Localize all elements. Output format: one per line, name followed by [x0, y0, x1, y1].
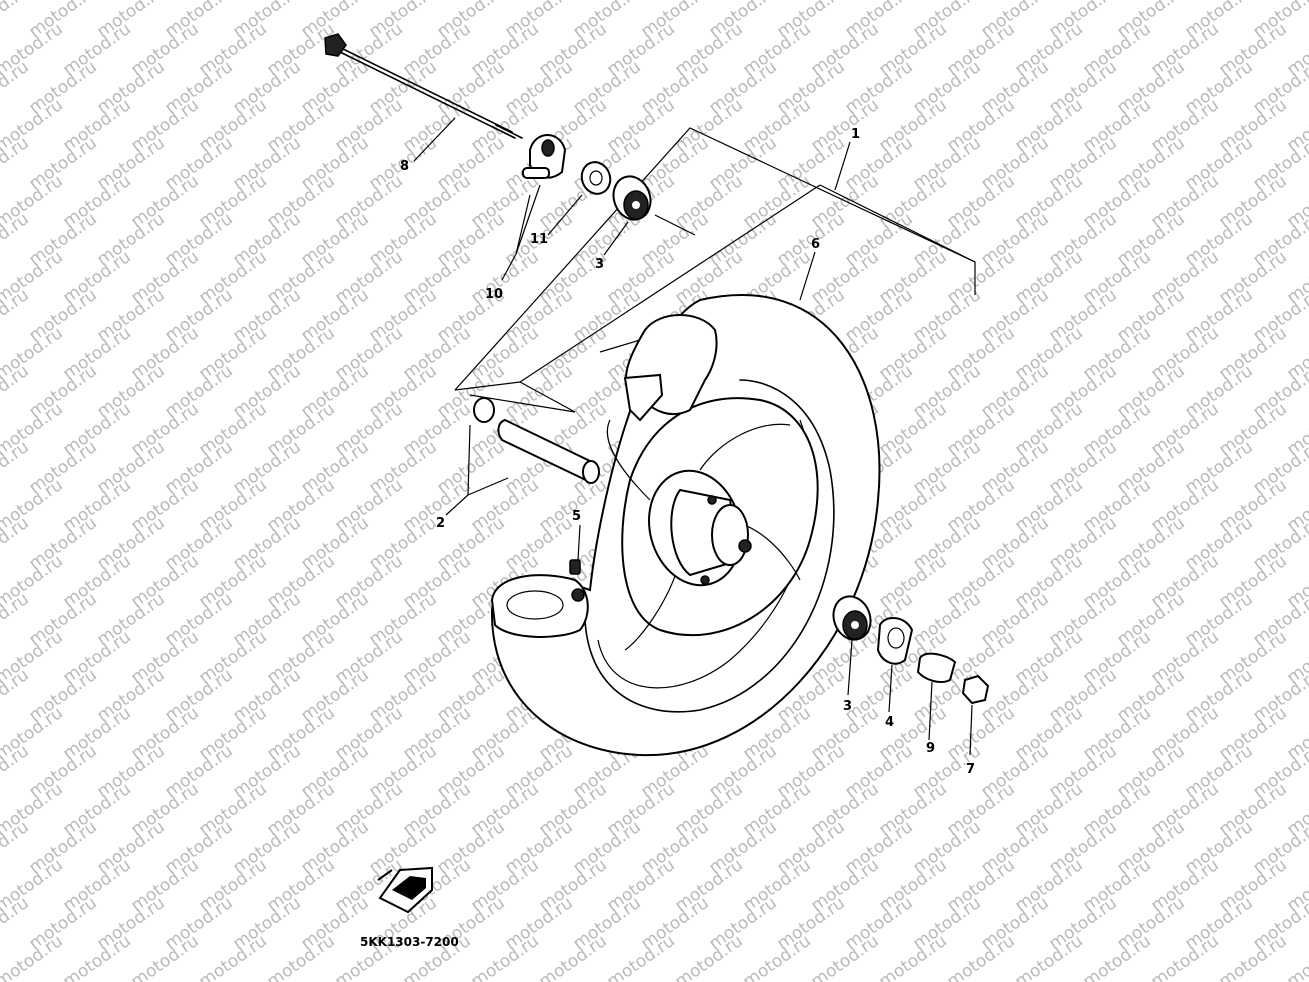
- callout-3-top: 3: [595, 257, 604, 272]
- callout-11: 11: [530, 232, 548, 247]
- wheel-tire: [490, 294, 881, 757]
- spacer-collar: [473, 397, 600, 484]
- bearing-top: [612, 175, 652, 221]
- assembly-outline: [454, 127, 976, 413]
- wheel-collar: [916, 652, 957, 683]
- callout-1: 1: [851, 127, 860, 142]
- callout-4: 4: [885, 715, 894, 730]
- bearing-bottom: [832, 595, 872, 641]
- front-arrow-icon: [377, 866, 433, 914]
- meter-gear-unit: [522, 134, 567, 179]
- watermark-text: motod.ru: [1283, 0, 1309, 4]
- watermark-text: motod.ru: [0, 0, 33, 42]
- leader-lines: [413, 117, 973, 756]
- callout-10: 10: [485, 287, 503, 302]
- callout-8: 8: [400, 159, 409, 174]
- callout-9: 9: [926, 741, 935, 756]
- axle-nut: [961, 674, 990, 705]
- callout-7: 7: [966, 762, 975, 777]
- diagram-code: 5KK1303-7200: [360, 935, 459, 949]
- callout-5: 5: [572, 509, 581, 524]
- watermark-text: motod.ru: [1283, 931, 1309, 982]
- axle: [324, 33, 523, 139]
- oil-seal: [876, 617, 914, 665]
- callout-3-bottom: 3: [843, 699, 852, 714]
- gear-washer: [580, 161, 612, 195]
- callout-6: 6: [811, 237, 820, 252]
- air-valve: [569, 559, 585, 602]
- callout-2: 2: [436, 516, 445, 531]
